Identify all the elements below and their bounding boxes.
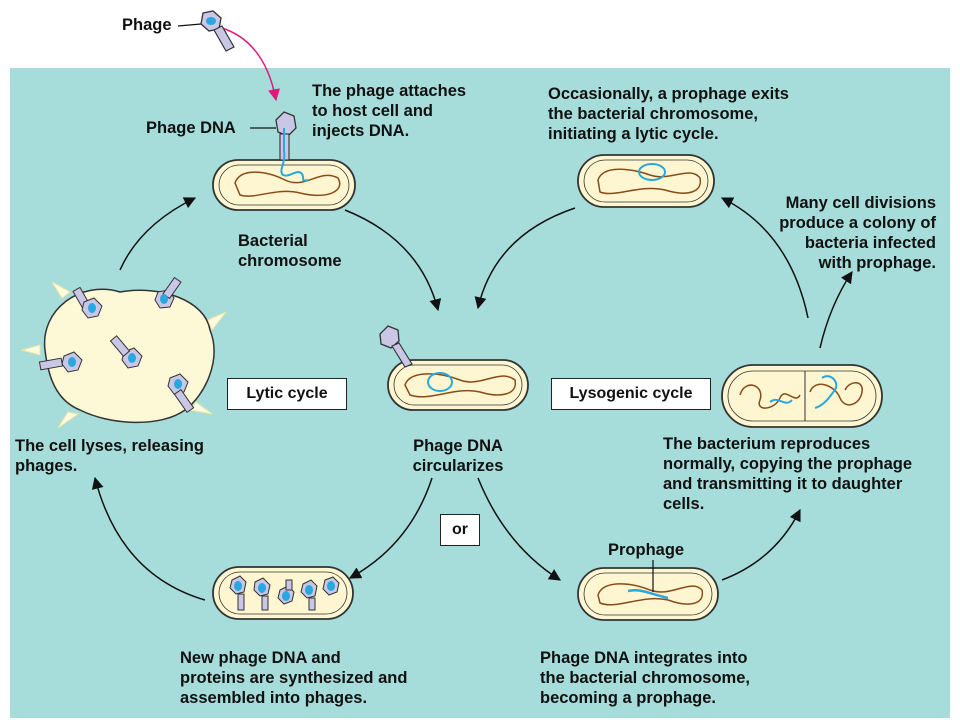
arrow-circularize-to-synthesis <box>348 477 433 579</box>
circularizes-caption: Phage DNA circularizes <box>412 437 504 475</box>
arrow-synthesis-to-lysis <box>91 476 206 601</box>
exit-caption: Occasionally, a prophage exits the bacte… <box>548 85 789 143</box>
arrow-circularize-to-integrate <box>477 477 562 581</box>
cell-prophage-exit <box>577 154 715 208</box>
arrow-attach-to-circularize <box>344 209 442 312</box>
cell-synthesis <box>212 566 354 620</box>
divisions-caption: Many cell divisions produce a colony of … <box>779 194 936 272</box>
arrow-integrate-to-reproduce <box>721 508 801 581</box>
lytic-cycle-box: Lytic cycle <box>227 378 347 410</box>
synthesized-caption: New phage DNA and proteins are synthesiz… <box>180 649 408 707</box>
or-box: or <box>440 514 480 546</box>
phage-leader-line <box>177 23 202 27</box>
cycle-arrows <box>91 197 853 601</box>
cell-integrate <box>577 567 719 621</box>
lysogenic-cycle-box: Lysogenic cycle <box>551 378 711 410</box>
reproduces-caption: The bacterium reproduces normally, copyi… <box>663 435 913 513</box>
attach-arrow <box>221 27 280 102</box>
cell-reproduce <box>721 364 883 428</box>
cell-attach <box>212 111 356 211</box>
arrow-reproduce-to-exit <box>720 197 809 319</box>
integrates-caption: Phage DNA integrates into the bacterial … <box>540 649 750 707</box>
lysed-cell <box>20 276 227 429</box>
phage-label: Phage <box>122 16 172 34</box>
arrow-reproduce-to-colony <box>819 271 853 349</box>
arrow-lysis-to-attach <box>119 197 197 271</box>
attach-caption: The phage attaches to host cell and inje… <box>312 82 467 140</box>
phage-dna-label: Phage DNA <box>146 119 236 137</box>
phage-icon <box>200 10 235 52</box>
arrow-exit-to-circularize <box>474 207 576 310</box>
cell-circularize <box>379 325 529 411</box>
prophage-label: Prophage <box>608 541 685 559</box>
bacterial-chromosome-label: Bacterial chromosome <box>238 232 342 270</box>
lyses-caption: The cell lyses, releasing phages. <box>15 437 204 475</box>
